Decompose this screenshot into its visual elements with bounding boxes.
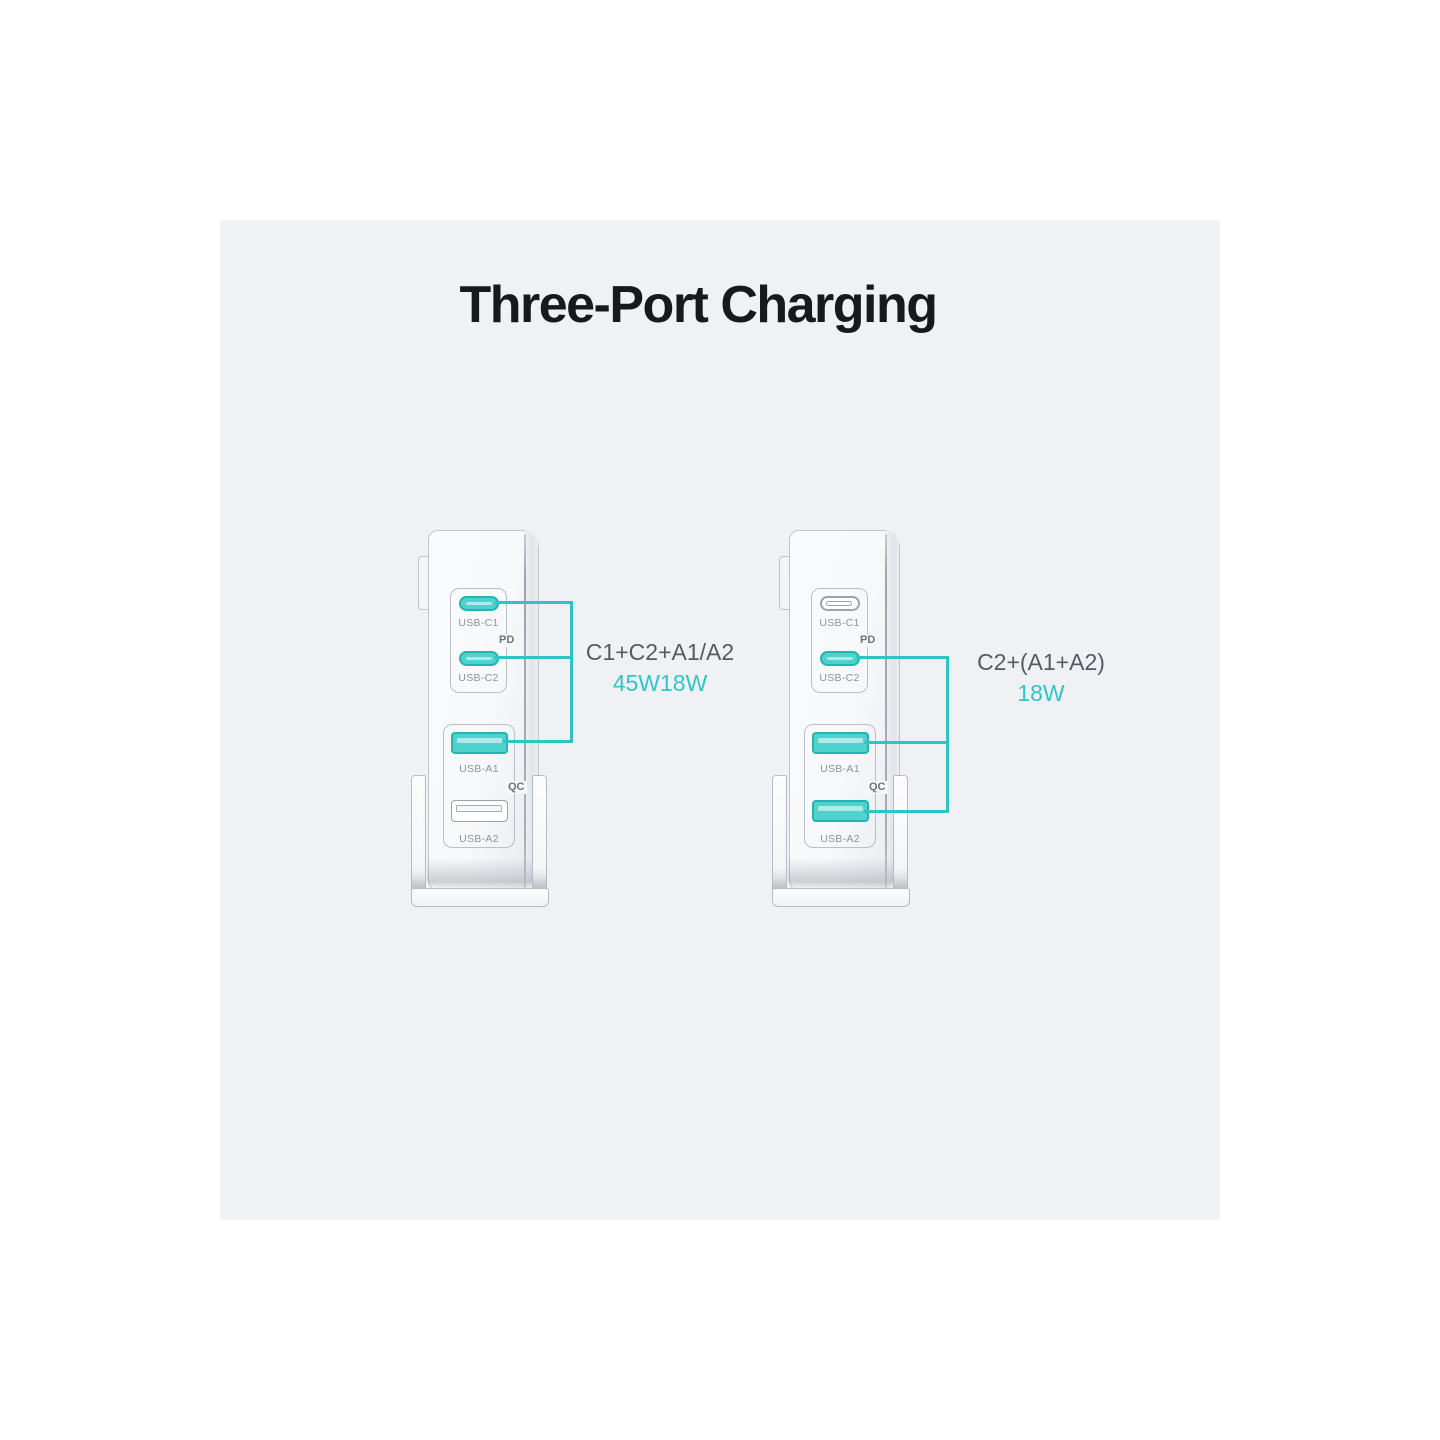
usb-a1-label: USB-A1 (820, 763, 860, 775)
usb-a-port-group: USB-A1 QC USB-A2 (804, 724, 888, 848)
qc-badge: QC (867, 781, 888, 794)
connector-line-vertical-left (570, 601, 573, 743)
connector-line-c1 (495, 601, 572, 604)
stand-right-arm (532, 775, 547, 891)
connector-line-c2 (856, 656, 948, 659)
port-combo-label: C1+C2+A1/A2 (585, 639, 735, 665)
usb-c2-port (458, 651, 499, 666)
charger-body: USB-C1 PD USB-C2 USB-A1 QC USB-A2 (428, 530, 539, 892)
usb-c2-label: USB-C2 (458, 672, 499, 684)
charger-edge-seam (885, 534, 887, 888)
connector-line-vertical-right (946, 656, 949, 813)
pd-badge: PD (497, 634, 517, 647)
connector-line-a1 (503, 740, 572, 743)
pd-badge: PD (858, 634, 878, 647)
stand-base (411, 888, 549, 907)
annotation-left: C1+C2+A1/A2 45W18W (530, 638, 790, 697)
power-output-label: 18W (1017, 680, 1065, 706)
stand-inner-shadow (788, 858, 894, 888)
connector-line-a1 (864, 741, 948, 744)
usb-c1-label: USB-C1 (458, 617, 499, 629)
charger-illustration-left: USB-C1 PD USB-C2 USB-A1 QC USB-A2 (411, 528, 549, 920)
port-combo-label: C2+(A1+A2) (977, 649, 1105, 675)
stand-left-arm (772, 775, 787, 891)
usb-c1-port (819, 596, 860, 611)
stand-base (772, 888, 910, 907)
stand-inner-shadow (427, 858, 533, 888)
connector-line-a2 (864, 810, 948, 813)
usb-a2-port (450, 800, 508, 822)
charger-body: USB-C1 PD USB-C2 USB-A1 QC USB-A2 (789, 530, 900, 892)
page-title: Three-Port Charging (459, 276, 938, 334)
usb-a2-port (811, 800, 869, 822)
stand-left-arm (411, 775, 426, 891)
usb-c1-port (458, 596, 499, 611)
usb-a1-label: USB-A1 (459, 763, 499, 775)
usb-a-port-group: USB-A1 QC USB-A2 (443, 724, 527, 848)
charger-illustration-right: USB-C1 PD USB-C2 USB-A1 QC USB-A2 (772, 528, 910, 920)
qc-badge: QC (506, 781, 527, 794)
usb-a1-port (450, 732, 508, 754)
charger-edge-seam (524, 534, 526, 888)
usb-c2-label: USB-C2 (819, 672, 860, 684)
gray-background-panel (220, 220, 1220, 1220)
usb-a2-label: USB-A2 (459, 833, 499, 845)
usb-c2-port (819, 651, 860, 666)
usb-c-port-group: USB-C1 PD USB-C2 (450, 588, 517, 693)
annotation-right: C2+(A1+A2) 18W (911, 648, 1171, 707)
usb-a1-port (811, 732, 869, 754)
usb-a2-label: USB-A2 (820, 833, 860, 845)
connector-line-c2 (495, 656, 572, 659)
power-output-label: 45W18W (612, 670, 708, 696)
stand-right-arm (893, 775, 908, 891)
usb-c1-label: USB-C1 (819, 617, 860, 629)
usb-c-port-group: USB-C1 PD USB-C2 (811, 588, 878, 693)
